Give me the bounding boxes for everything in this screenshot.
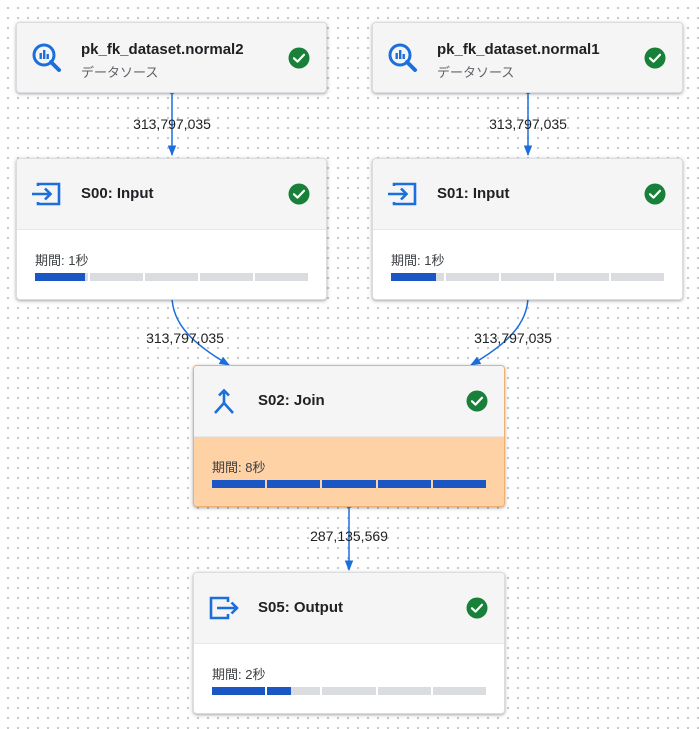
node-subtitle: データソース xyxy=(81,65,159,80)
progress-segment xyxy=(90,273,143,281)
progress-segment xyxy=(212,687,266,695)
bigquery-icon xyxy=(32,43,61,72)
progress-fill xyxy=(267,480,321,488)
progress-segment xyxy=(391,273,444,281)
progress-fill xyxy=(432,480,487,488)
progress-segment xyxy=(432,687,487,695)
node-title: S00: Input xyxy=(81,185,154,202)
node-header: S01: Input xyxy=(373,159,682,230)
edge-line-s00-s02 xyxy=(171,295,230,366)
progress-fill xyxy=(377,480,431,488)
node-body: 期間: 8秒 xyxy=(194,437,504,506)
output-icon xyxy=(209,596,239,620)
check-circle-icon xyxy=(288,183,310,205)
progress-segment xyxy=(446,273,499,281)
node-title: S05: Output xyxy=(258,599,343,616)
progress-fill xyxy=(212,480,266,488)
join-icon xyxy=(214,388,234,414)
stage-node-s01[interactable]: S01: Input 期間: 1秒 xyxy=(372,158,683,300)
node-body: 期間: 1秒 xyxy=(17,230,326,299)
bigquery-icon xyxy=(388,43,417,72)
node-title: pk_fk_dataset.normal1 xyxy=(437,41,600,58)
progress-fill xyxy=(391,273,437,281)
progress-fill xyxy=(35,273,86,281)
progress-segment xyxy=(267,480,321,488)
source-node-normal1[interactable]: pk_fk_dataset.normal1 データソース xyxy=(372,22,683,93)
node-body: 期間: 2秒 xyxy=(194,644,504,713)
progress-fill xyxy=(267,687,292,695)
check-circle-icon xyxy=(288,47,310,69)
source-node-normal2[interactable]: pk_fk_dataset.normal2 データソース xyxy=(16,22,327,93)
progress-segment xyxy=(556,273,609,281)
edge-row-count: 313,797,035 xyxy=(489,116,567,132)
node-header: pk_fk_dataset.normal1 データソース xyxy=(373,23,682,92)
edge-row-count: 287,135,569 xyxy=(310,528,388,544)
progress-bar xyxy=(35,273,308,281)
node-subtitle: データソース xyxy=(437,65,515,80)
progress-bar xyxy=(212,687,487,695)
stage-node-s05[interactable]: S05: Output 期間: 2秒 xyxy=(193,572,505,714)
progress-segment xyxy=(611,273,664,281)
progress-bar xyxy=(212,480,487,488)
progress-segment xyxy=(145,273,198,281)
check-circle-icon xyxy=(644,47,666,69)
progress-segment xyxy=(35,273,88,281)
node-title: S01: Input xyxy=(437,185,510,202)
input-icon xyxy=(388,182,417,206)
stage-node-s02[interactable]: S02: Join 期間: 8秒 xyxy=(193,365,505,507)
progress-segment xyxy=(377,687,431,695)
node-header: S02: Join xyxy=(194,366,504,437)
duration-label: 期間: 1秒 xyxy=(391,253,445,268)
progress-segment xyxy=(322,687,376,695)
node-title: pk_fk_dataset.normal2 xyxy=(81,41,244,58)
stage-node-s00[interactable]: S00: Input 期間: 1秒 xyxy=(16,158,327,300)
input-icon xyxy=(32,182,61,206)
edge-row-count: 313,797,035 xyxy=(474,330,552,346)
progress-segment xyxy=(212,480,266,488)
progress-bar xyxy=(391,273,664,281)
progress-segment xyxy=(200,273,253,281)
duration-label: 期間: 8秒 xyxy=(212,460,266,475)
node-title: S02: Join xyxy=(258,392,325,409)
progress-fill xyxy=(212,687,266,695)
edge-row-count: 313,797,035 xyxy=(146,330,224,346)
progress-segment xyxy=(432,480,487,488)
progress-segment xyxy=(322,480,376,488)
node-body: 期間: 1秒 xyxy=(373,230,682,299)
progress-segment xyxy=(267,687,321,695)
node-header: S05: Output xyxy=(194,573,504,644)
edge-row-count: 313,797,035 xyxy=(133,116,211,132)
node-header: pk_fk_dataset.normal2 データソース xyxy=(17,23,326,92)
duration-label: 期間: 1秒 xyxy=(35,253,89,268)
check-circle-icon xyxy=(466,390,488,412)
progress-fill xyxy=(322,480,376,488)
progress-segment xyxy=(501,273,554,281)
check-circle-icon xyxy=(644,183,666,205)
duration-label: 期間: 2秒 xyxy=(212,667,266,682)
edge-line-s01-s02 xyxy=(470,295,529,366)
node-header: S00: Input xyxy=(17,159,326,230)
check-circle-icon xyxy=(466,597,488,619)
progress-segment xyxy=(255,273,308,281)
progress-segment xyxy=(377,480,431,488)
